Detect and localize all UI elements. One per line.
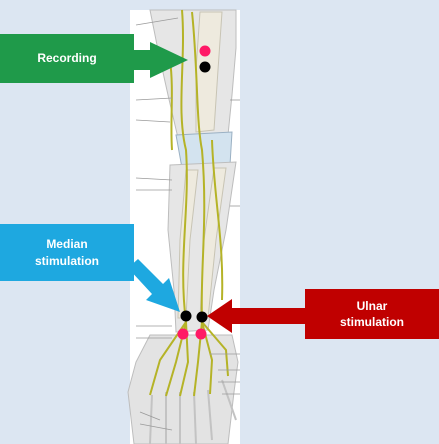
- recording-label: Recording: [37, 50, 96, 66]
- median-anode-electrode: [178, 329, 189, 340]
- median-cathode-electrode: [181, 311, 192, 322]
- recording-active-electrode: [200, 62, 211, 73]
- ulnar-label-line2: stimulation: [340, 314, 404, 330]
- ulnar-anode-electrode: [196, 329, 207, 340]
- ulnar-label-line1: Ulnar: [340, 298, 404, 314]
- median-label-line2: stimulation: [35, 253, 99, 269]
- median-label-line1: Median: [35, 236, 99, 252]
- ulnar-stimulation-box: Ulnar stimulation: [305, 289, 439, 339]
- median-stimulation-box: Median stimulation: [0, 224, 134, 281]
- ulnar-cathode-electrode: [197, 312, 208, 323]
- hand: [128, 335, 238, 444]
- recording-label-box: Recording: [0, 34, 134, 83]
- recording-reference-electrode: [200, 46, 211, 57]
